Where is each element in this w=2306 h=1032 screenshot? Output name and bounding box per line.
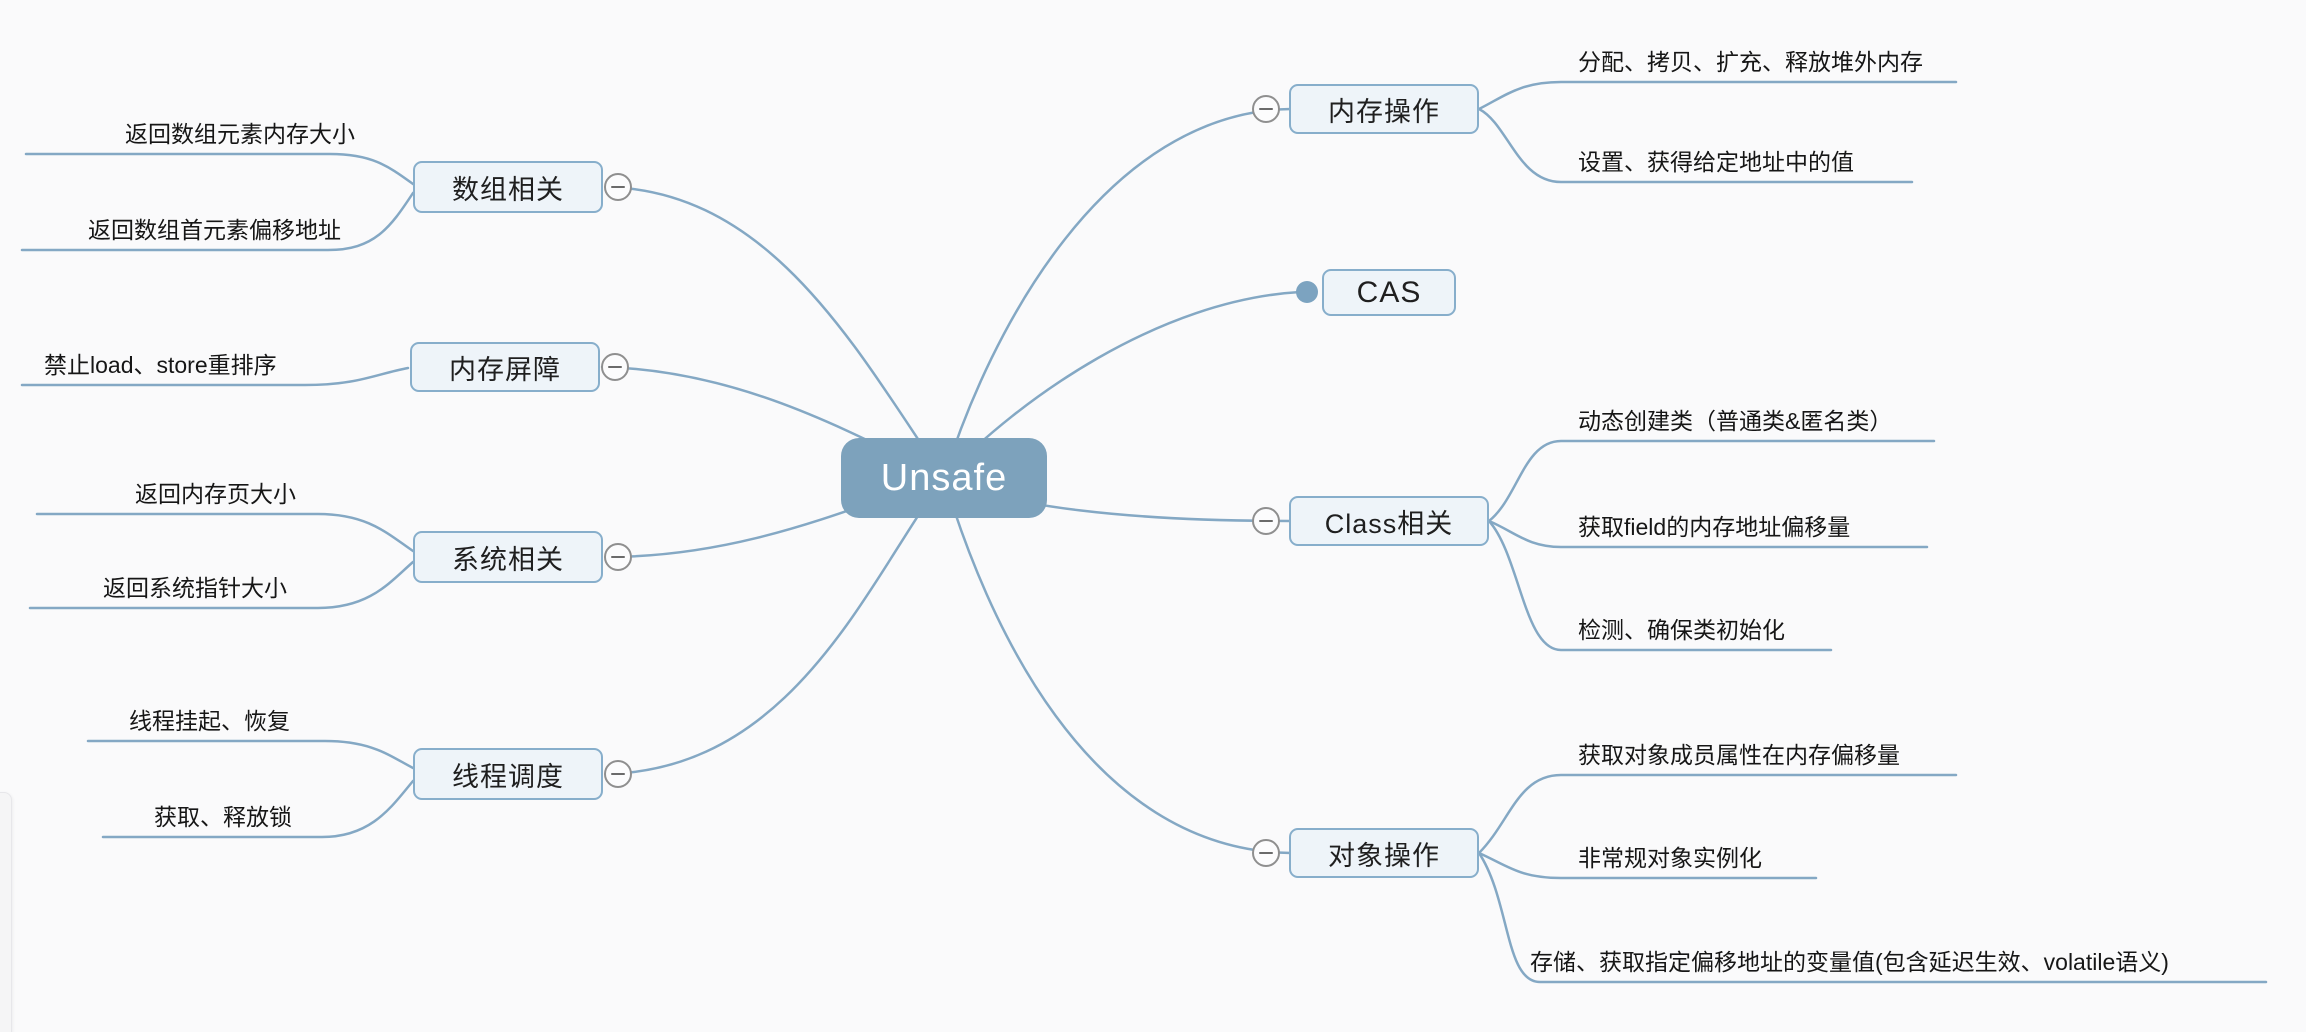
collapse-button-class[interactable] bbox=[1252, 507, 1280, 535]
topic-array-related[interactable]: 数组相关 bbox=[413, 161, 603, 213]
collapse-button-memory-barrier[interactable] bbox=[601, 353, 629, 381]
topic-label: 系统相关 bbox=[452, 544, 564, 575]
topic-label: 内存操作 bbox=[1328, 96, 1440, 127]
leaf-underline-class-3 bbox=[1487, 519, 1833, 652]
leaf-monitor-lock[interactable]: 获取、释放锁 bbox=[154, 804, 292, 830]
leaf-underline-thread-2 bbox=[101, 779, 415, 839]
leaf-forbid-reorder[interactable]: 禁止load、store重排序 bbox=[44, 352, 277, 378]
topic-label: 线程调度 bbox=[452, 761, 564, 792]
leaf-underline-array-1 bbox=[24, 152, 415, 186]
leaf-park-unpark[interactable]: 线程挂起、恢复 bbox=[129, 708, 290, 734]
topic-label: Class相关 bbox=[1324, 508, 1454, 539]
minus-icon bbox=[1259, 851, 1273, 855]
leaf-field-offset[interactable]: 获取field的内存地址偏移量 bbox=[1578, 514, 1851, 540]
branch-line-memory-ops bbox=[942, 107, 1293, 480]
topic-system-related[interactable]: 系统相关 bbox=[413, 531, 603, 583]
collapse-button-system[interactable] bbox=[604, 543, 632, 571]
leaf-underline-class-1 bbox=[1487, 439, 1936, 523]
branch-line-array bbox=[604, 185, 946, 480]
leaf-underline-system-2 bbox=[28, 560, 415, 610]
leaf-ensure-class-init[interactable]: 检测、确保类初始化 bbox=[1578, 617, 1785, 643]
leaf-define-class[interactable]: 动态创建类（普通类&匿名类） bbox=[1578, 408, 1893, 434]
leaf-array-element-size[interactable]: 返回数组元素内存大小 bbox=[125, 121, 355, 147]
collapse-button-thread[interactable] bbox=[604, 760, 632, 788]
topic-label: CAS bbox=[1356, 275, 1422, 309]
minus-icon bbox=[611, 555, 625, 559]
branch-line-object-ops bbox=[942, 476, 1293, 855]
topic-label: 内存屏障 bbox=[449, 354, 561, 385]
minus-icon bbox=[611, 185, 625, 189]
leaf-underline-object-2 bbox=[1477, 851, 1818, 880]
leaf-underline-barrier-1 bbox=[20, 366, 410, 387]
topic-object-operations[interactable]: 对象操作 bbox=[1289, 828, 1479, 878]
minus-icon bbox=[608, 365, 622, 369]
root-topic-label: Unsafe bbox=[880, 456, 1008, 499]
leaf-offheap-memory[interactable]: 分配、拷贝、扩充、释放堆外内存 bbox=[1578, 49, 1923, 75]
topic-memory-operations[interactable]: 内存操作 bbox=[1289, 84, 1479, 134]
edge-panel-sliver bbox=[0, 792, 12, 1032]
topic-memory-barrier[interactable]: 内存屏障 bbox=[410, 342, 600, 392]
collapse-button-array[interactable] bbox=[604, 173, 632, 201]
topic-thread-scheduling[interactable]: 线程调度 bbox=[413, 748, 603, 800]
dot-icon bbox=[1296, 281, 1318, 303]
leaf-underline-class-2 bbox=[1487, 519, 1929, 549]
branch-line-thread bbox=[604, 476, 946, 776]
leaf-get-put-volatile[interactable]: 存储、获取指定偏移地址的变量值(包含延迟生效、volatile语义) bbox=[1530, 949, 2169, 975]
leaf-underline-memops-1 bbox=[1477, 80, 1958, 111]
collapse-button-memory-ops[interactable] bbox=[1252, 95, 1280, 123]
minus-icon bbox=[1259, 519, 1273, 523]
leaf-pointer-size[interactable]: 返回系统指针大小 bbox=[103, 575, 287, 601]
topic-label: 对象操作 bbox=[1328, 840, 1440, 871]
leaf-underline-object-3 bbox=[1477, 851, 2268, 984]
leaf-underline-array-2 bbox=[20, 191, 415, 252]
leaf-allocate-instance[interactable]: 非常规对象实例化 bbox=[1578, 845, 1762, 871]
topic-cas[interactable]: CAS bbox=[1322, 269, 1456, 316]
leaf-underline-system-1 bbox=[35, 512, 415, 553]
leaf-page-size[interactable]: 返回内存页大小 bbox=[135, 481, 296, 507]
minus-icon bbox=[1259, 107, 1273, 111]
leaf-underline-object-1 bbox=[1477, 773, 1958, 855]
topic-class-related[interactable]: Class相关 bbox=[1289, 496, 1489, 546]
leaf-underline-thread-1 bbox=[86, 739, 415, 770]
topic-label: 数组相关 bbox=[452, 174, 564, 205]
collapse-button-object-ops[interactable] bbox=[1252, 839, 1280, 867]
leaf-get-put-address[interactable]: 设置、获得给定地址中的值 bbox=[1578, 149, 1854, 175]
leaf-array-base-offset[interactable]: 返回数组首元素偏移地址 bbox=[88, 217, 341, 243]
leaf-underline-memops-2 bbox=[1477, 107, 1914, 184]
minus-icon bbox=[611, 772, 625, 776]
root-topic-unsafe[interactable]: Unsafe bbox=[841, 438, 1047, 518]
leaf-object-field-offset[interactable]: 获取对象成员属性在内存偏移量 bbox=[1578, 742, 1900, 768]
